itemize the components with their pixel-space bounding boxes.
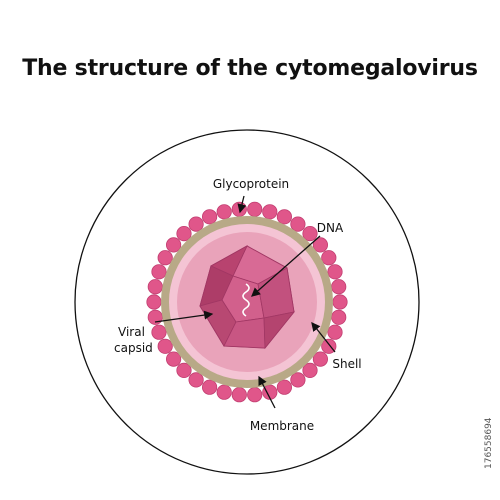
glycoprotein-spike [202, 209, 218, 225]
glycoprotein-spike [290, 372, 306, 388]
glycoprotein-spike [176, 226, 192, 242]
glycoprotein-spike [247, 387, 263, 403]
outer-circle [74, 129, 420, 475]
glycoprotein-spike [176, 362, 192, 378]
glycoprotein-spike [327, 324, 343, 340]
glycoprotein-spike [188, 372, 204, 388]
glycoprotein-spike [302, 362, 318, 378]
glycoprotein-spike [327, 264, 343, 280]
arrow-dna [251, 235, 321, 297]
arrow-viral-capsid [154, 310, 214, 323]
label-viral-line2: capsid [114, 341, 153, 355]
glycoprotein-spike [151, 264, 167, 280]
glycoprotein-spike [231, 387, 247, 403]
glycoprotein-spike [331, 279, 347, 295]
glycoprotein-spike [147, 279, 163, 295]
page-title: The structure of the cytomegalovirus [22, 56, 478, 81]
arrow-shell [311, 321, 336, 353]
glycoprotein-spike [290, 216, 306, 232]
glycoprotein-spike [166, 351, 182, 367]
arrow-glycoprotein [237, 195, 247, 214]
glycoprotein-spike [262, 204, 278, 220]
glycoprotein-spike [247, 201, 263, 217]
glycoprotein-spike [332, 294, 348, 310]
glycoprotein-spike [276, 379, 292, 395]
label-dna: DNA [317, 221, 344, 235]
label-shell: Shell [332, 357, 361, 371]
label-membrane: Membrane [250, 419, 314, 433]
glycoprotein-spike [262, 384, 278, 400]
glycoprotein-spike [157, 338, 173, 354]
glycoprotein-spike [231, 201, 247, 217]
glycoprotein-spike [216, 204, 232, 220]
glycoprotein-spike [146, 294, 162, 310]
dna-strand [242, 283, 250, 317]
glycoprotein-spike [188, 216, 204, 232]
glycoprotein-spike [312, 351, 328, 367]
glycoprotein-spike [202, 379, 218, 395]
glycoprotein-spike [331, 309, 347, 325]
glycoprotein-spike [276, 209, 292, 225]
glycoprotein-spike [166, 237, 182, 253]
arrow-membrane [258, 375, 276, 409]
glycoprotein-spike [302, 226, 318, 242]
label-viral-line1: Viral [118, 325, 145, 339]
glycoprotein-spike [321, 338, 337, 354]
label-glycoprotein: Glycoprotein [213, 177, 289, 191]
glycoprotein-spike [151, 324, 167, 340]
glycoprotein-spikes [146, 201, 348, 403]
glycoprotein-spike [157, 250, 173, 266]
stock-id-text: 176558694 [484, 417, 494, 469]
glycoprotein-spike [312, 237, 328, 253]
glycoprotein-spike [321, 250, 337, 266]
glycoprotein-spike [216, 384, 232, 400]
